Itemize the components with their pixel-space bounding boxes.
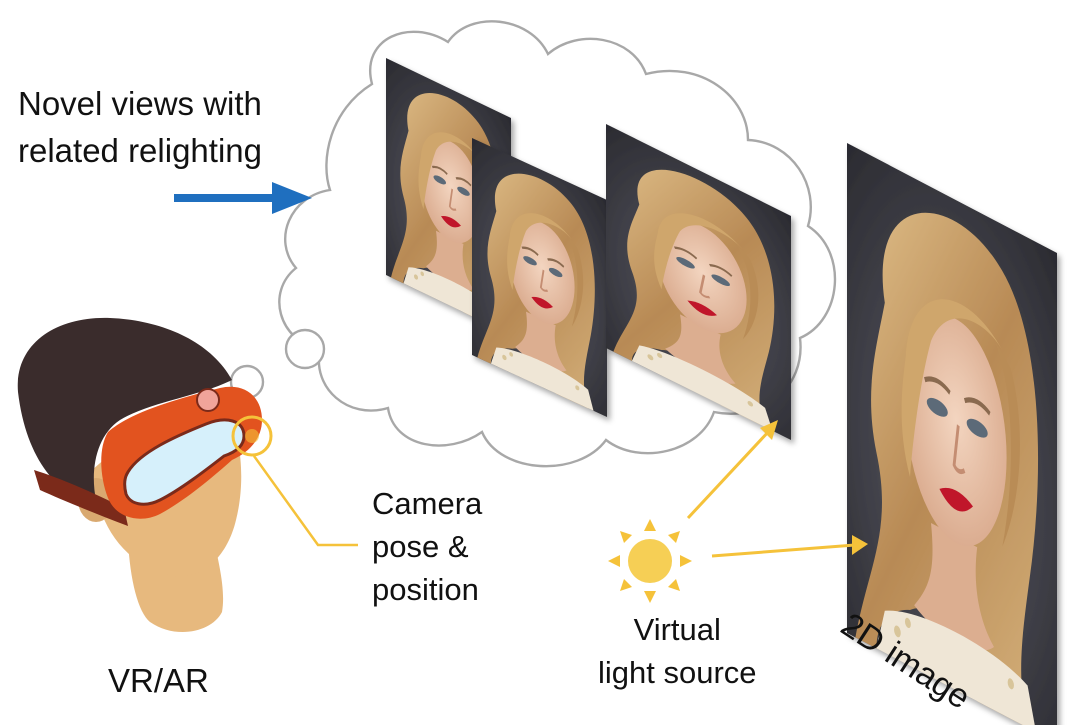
light-source-label: Virtual light source: [598, 608, 757, 694]
camera-leader-line: [252, 455, 358, 547]
vrar-label: VR/AR: [108, 662, 209, 699]
camera-label-line1: Camera: [372, 486, 483, 521]
light-label-line1: Virtual: [633, 612, 721, 647]
novel-views-label-line2: related relighting: [18, 132, 262, 169]
camera-label-line2: pose &: [372, 529, 469, 564]
novel-views-label-line1: Novel views with: [18, 85, 262, 122]
arrow-right-icon: [174, 182, 312, 214]
sun-icon: [608, 519, 692, 603]
vr-headset-icon: [17, 317, 273, 633]
light-ray-arrows: [686, 420, 868, 558]
novel-views-label: Novel views with related relighting: [18, 80, 262, 174]
camera-pose-label: Camera pose & position: [372, 482, 482, 611]
light-label-line2: light source: [598, 655, 757, 690]
camera-label-line3: position: [372, 572, 479, 607]
